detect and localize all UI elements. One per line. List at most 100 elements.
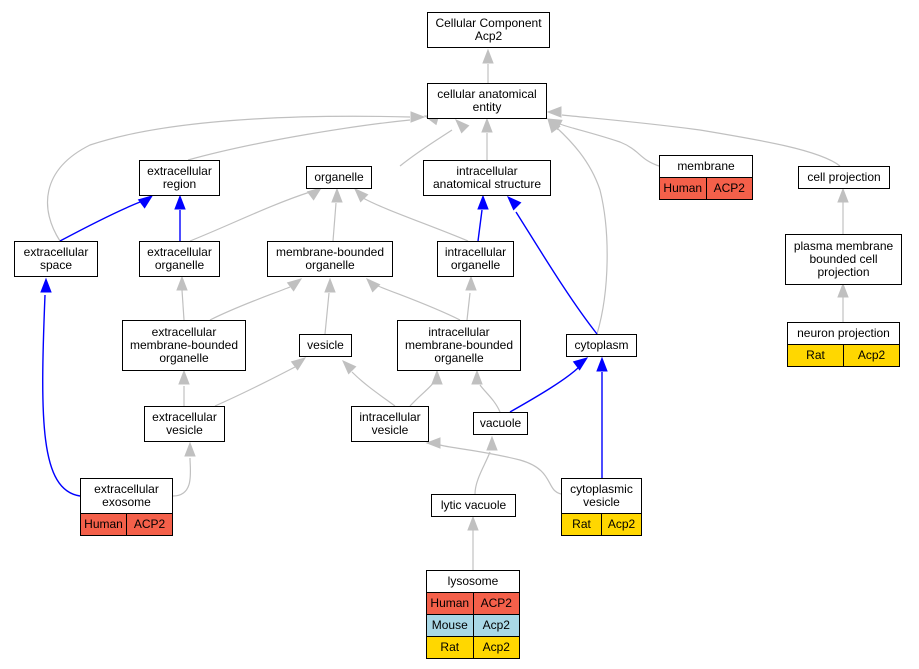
go-term-label-line: intracellular <box>456 164 518 178</box>
go-term-lytic-vacuole[interactable]: lytic vacuole <box>431 494 516 517</box>
arrowhead-31 <box>40 277 52 293</box>
go-term-label-line: neuron projection <box>797 326 890 340</box>
is-a-edge-10 <box>555 126 608 335</box>
arrowhead-28 <box>174 194 186 210</box>
is-a-edge-15 <box>324 292 330 335</box>
go-term-label-line: extracellular <box>147 245 212 259</box>
arrowhead-20 <box>342 360 357 375</box>
go-term-organelle[interactable]: organelle <box>306 166 372 189</box>
annotation-species: Mouse <box>431 618 468 632</box>
go-term-membrane[interactable]: membrane <box>659 155 753 178</box>
arrowhead-11 <box>837 187 849 203</box>
go-term-label-line: vesicle <box>371 423 409 437</box>
annotation-gene: Acp2 <box>843 345 899 366</box>
annotation-gene: Acp2 <box>601 514 641 535</box>
go-term-label-line: organelle <box>305 258 355 272</box>
arrowhead-14 <box>286 278 303 292</box>
go-term-label-line: cytoplasm <box>574 338 629 352</box>
arrowhead-29 <box>477 194 489 210</box>
go-term-cell-proj[interactable]: cell projection <box>798 166 890 189</box>
go-term-label-line: cytoplasmic <box>570 482 633 496</box>
annotation-species: Human <box>663 181 703 195</box>
go-term-label-line: plasma membrane <box>793 239 894 253</box>
is-a-edge-1 <box>399 129 453 167</box>
annotation-gene: ACP2 <box>126 514 172 535</box>
is-a-edge-7 <box>189 191 311 242</box>
go-term-label-line: cellular anatomical <box>437 87 537 101</box>
arrowhead-30 <box>507 196 522 211</box>
go-term-label-line: vesicle <box>583 495 620 509</box>
arrowhead-18 <box>178 369 190 385</box>
arrowhead-3 <box>481 117 493 133</box>
is-a-edge-16 <box>377 285 461 321</box>
part-of-edge-29 <box>477 209 483 242</box>
annotation-gene: ACP2 <box>705 178 753 199</box>
go-term-vacuole[interactable]: vacuole <box>473 412 528 435</box>
go-term-label-line: membrane-bounded <box>129 338 239 352</box>
go-term-vesicle[interactable]: vesicle <box>299 334 352 357</box>
is-a-edge-23 <box>172 457 192 497</box>
go-term-label-line: Cellular Component <box>435 16 542 30</box>
go-term-label-line: extracellular <box>152 410 217 424</box>
arrowhead-25 <box>486 435 498 451</box>
arrowhead-13 <box>176 275 188 291</box>
arrowhead-1 <box>455 119 470 134</box>
is-a-edge-24 <box>439 444 562 495</box>
is-a-edge-2 <box>187 119 411 161</box>
arrowhead-26 <box>467 515 479 531</box>
annotation-species: Rat <box>440 640 460 654</box>
arrowhead-17 <box>465 275 477 291</box>
go-term-neuron-proj[interactable]: neuron projection <box>787 322 900 345</box>
is-a-edge-5 <box>561 114 841 167</box>
go-term-label-line: vesicle <box>307 338 344 352</box>
is-a-edge-17 <box>466 292 471 321</box>
go-term-label-line: projection <box>817 265 870 279</box>
go-term-lysosome[interactable]: lysosome <box>426 570 520 593</box>
go-term-label-line: cell projection <box>807 170 881 184</box>
go-term-label-line: anatomical structure <box>432 177 542 191</box>
part-of-edge-31 <box>42 294 81 497</box>
is-a-edge-8 <box>332 202 337 242</box>
go-term-cytoplasm[interactable]: cytoplasm <box>566 334 637 357</box>
is-a-edge-21 <box>409 381 435 407</box>
go-term-label-line: intracellular <box>444 245 507 259</box>
arrowhead-16 <box>366 278 381 293</box>
go-term-label-line: bounded cell <box>809 252 878 266</box>
arrowhead-19 <box>290 357 307 371</box>
is-a-edge-25 <box>474 451 491 495</box>
arrowhead-23 <box>184 441 196 457</box>
part-of-edge-32 <box>509 367 579 413</box>
arrowhead-0 <box>482 48 494 64</box>
arrowhead-5 <box>546 106 562 118</box>
arrowhead-22 <box>471 369 483 385</box>
go-term-label-line: extracellular <box>23 245 89 259</box>
go-term-label-line: organelle <box>154 258 205 272</box>
arrowhead-15 <box>324 277 336 293</box>
arrowhead-10 <box>547 117 561 134</box>
arrowhead-33 <box>596 356 608 372</box>
go-term-label-line: membrane <box>677 159 735 173</box>
